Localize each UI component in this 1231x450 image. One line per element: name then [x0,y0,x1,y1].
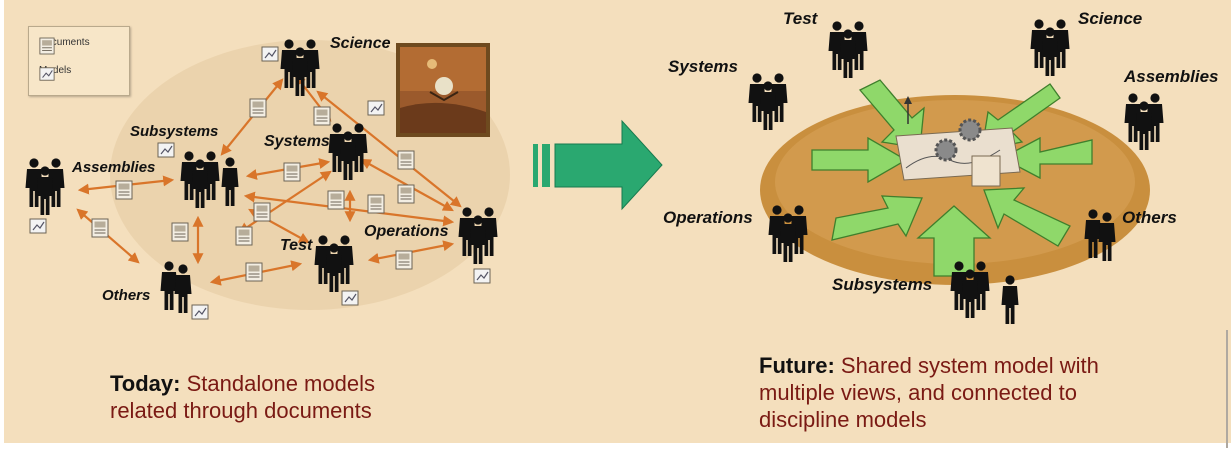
science-people-icon-right [1031,19,1070,76]
future-caption: Future: Shared system model with multipl… [759,352,1099,433]
future-caption-bold: Future: [759,353,835,378]
assemblies-people-icon-right [1125,93,1164,150]
today-caption-line-1: Standalone models [186,371,375,396]
today-caption-bold: Today: [110,371,181,396]
right-label-subsystems: Subsystems [832,275,932,294]
gear-icon [934,138,958,162]
document-icon [397,150,415,170]
legend-documents-label: Documents [39,37,90,48]
model-icon [39,67,55,81]
document-icon [39,37,55,55]
left-diagram: Science Subsystems Systems Assemblies Op… [26,35,510,320]
right-label-operations: Operations [663,208,753,227]
future-caption-line-3: discipline models [759,407,927,432]
right-labels: Test Science Systems Assemblies Operatio… [663,9,1219,294]
legend: Documents Models [28,26,130,96]
scrollbar-edge [1226,330,1228,448]
right-label-science: Science [1078,9,1142,28]
model-icon [473,268,491,284]
left-label-systems: Systems [264,133,330,150]
model-icon [29,218,47,234]
document-icon [313,106,331,126]
transition-arrow-icon [533,119,663,211]
left-label-science: Science [330,35,391,52]
right-label-systems: Systems [668,57,738,76]
document-icon [91,218,109,238]
left-label-operations: Operations [364,223,449,240]
right-diagram: Test Science Systems Assemblies Operatio… [663,9,1219,324]
document-icon [367,194,385,214]
document-icon [253,202,271,222]
left-label-subsystems: Subsystems [130,123,218,140]
document-icon [283,162,301,182]
document-icon [397,184,415,204]
legend-documents: Documents [39,37,90,55]
future-caption-line-1: Shared system model with [840,353,1099,378]
document-icon [245,262,263,282]
legend-models: Models [39,65,72,81]
document-icon [115,180,133,200]
model-icon [367,100,385,116]
future-caption-line-2: multiple views, and connected to [759,380,1077,405]
today-caption: Today: Standalone models related through… [110,370,375,424]
subsystems-people-icon-right-2 [1001,275,1019,324]
document-icon [395,250,413,270]
left-labels: Science Subsystems Systems Assemblies Op… [71,35,449,304]
left-label-test: Test [280,237,313,254]
right-label-test: Test [783,9,819,28]
legend-models-label: Models [39,65,72,76]
right-label-assemblies: Assemblies [1123,67,1219,86]
document-icon [249,98,267,118]
left-label-others: Others [102,287,150,304]
right-label-others: Others [1122,208,1177,227]
model-icon [341,290,359,306]
gear-icon-2 [958,118,982,142]
assemblies-people-icon [26,158,65,215]
document-icon [327,190,345,210]
document-icon [235,226,253,246]
model-icon [261,46,279,62]
mars-photo [396,43,490,137]
central-model-panel [895,96,1021,187]
test-people-icon-right [829,21,868,78]
systems-people-icon-right [749,73,788,130]
document-icon [171,222,189,242]
green-arrows [811,79,1093,277]
model-icon [157,142,175,158]
arrow [238,170,332,234]
left-label-assemblies: Assemblies [71,159,155,176]
model-icon [191,304,209,320]
today-caption-line-2: related through documents [110,398,372,423]
